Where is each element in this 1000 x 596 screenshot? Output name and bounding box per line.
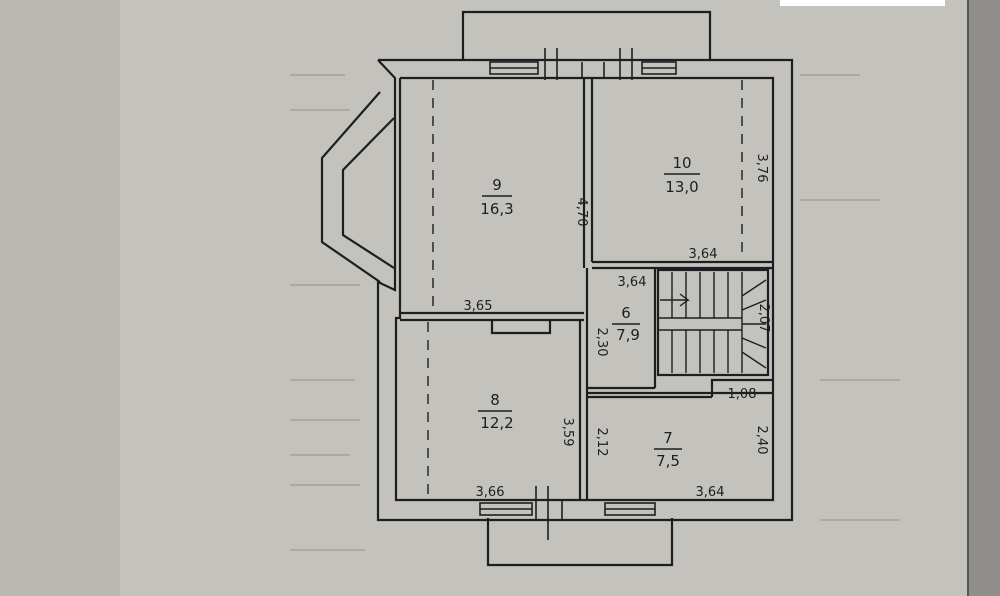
- room-8: 8 12,2: [478, 391, 514, 432]
- dim-room7-width: 3,64: [696, 485, 725, 500]
- dim-stair-height: 2,07: [756, 304, 771, 333]
- plan-linework: [320, 10, 794, 567]
- room-9: 9 16,3: [480, 176, 513, 218]
- room-8-number: 8: [490, 391, 500, 409]
- staircase: [658, 272, 767, 373]
- dim-room8-width: 3,66: [476, 485, 505, 500]
- room-10: 10 13,0: [664, 154, 700, 196]
- dim-room7-notch: 1,08: [728, 387, 757, 402]
- room-labels: 9 16,3 10 13,0 6 7,9 8 12,2 7 7,5: [478, 154, 700, 470]
- stairwell-frame: [656, 268, 770, 377]
- paper-shade-left: [0, 0, 120, 596]
- room-9-area: 16,3: [480, 200, 513, 218]
- balcony-doors: [535, 48, 633, 540]
- ceiling-lines: [427, 80, 743, 498]
- dim-room6-height: 2,30: [594, 328, 609, 357]
- outer-wall: [376, 58, 794, 522]
- room-6: 6 7,9: [612, 304, 640, 344]
- background-writing: [290, 74, 900, 551]
- room-6-area: 7,9: [616, 326, 640, 344]
- dim-room9-height: 4,70: [574, 198, 589, 227]
- bay-window-inner: [341, 117, 395, 269]
- room-10-area: 13,0: [665, 178, 698, 196]
- room-7-area: 7,5: [656, 452, 680, 470]
- room-8-area: 12,2: [480, 414, 513, 432]
- room8-door-notch: [490, 320, 552, 335]
- dim-room8-height: 3,59: [560, 418, 575, 447]
- dim-room7-left-height: 2,12: [594, 428, 609, 457]
- bay-window-outer: [320, 91, 381, 283]
- outer-wall-inner: [394, 76, 775, 502]
- room-7: 7 7,5: [654, 429, 682, 470]
- dim-room7-right-height: 2,40: [754, 426, 769, 455]
- windows: [479, 61, 677, 516]
- corner-label-patch: [780, 0, 945, 6]
- room-10-number: 10: [672, 154, 691, 172]
- room-6-number: 6: [621, 304, 631, 322]
- dim-room10-width: 3,64: [689, 247, 718, 262]
- bottom-balcony: [486, 518, 674, 567]
- dim-room6-width: 3,64: [618, 275, 647, 290]
- room-9-number: 9: [492, 176, 502, 194]
- dim-room10-height: 3,76: [754, 154, 769, 183]
- dimension-labels: 4,70 3,65 3,76 3,64 3,64 2,30 2,07 3,59 …: [464, 154, 771, 500]
- dim-room9-width: 3,65: [464, 299, 493, 314]
- top-balcony: [461, 10, 712, 60]
- room-7-number: 7: [663, 429, 673, 447]
- room7-notch: [710, 378, 773, 397]
- paper-shadow-right: [968, 0, 1000, 596]
